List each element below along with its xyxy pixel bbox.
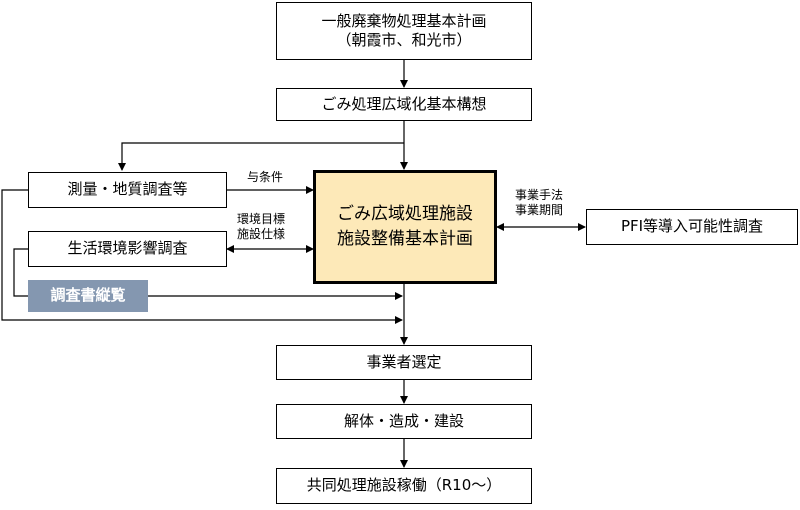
env-target-label: 環境目標: [237, 212, 286, 226]
operator-label: 事業者選定: [366, 352, 442, 371]
env-facility-labels: 環境目標 施設仕様: [237, 212, 285, 242]
project-period-label: 事業期間: [515, 203, 564, 217]
operator-box: 事業者選定: [276, 345, 532, 380]
env-impact-label: 生活環境影響調査: [67, 239, 188, 258]
operation-box: 共同処理施設稼働（R10～）: [276, 468, 532, 504]
survey-label: 測量・地質調査等: [67, 180, 188, 199]
pfi-box: PFI等導入可能性調査: [586, 209, 798, 245]
facility-spec-label: 施設仕様: [237, 227, 286, 241]
conditions-label: 与条件: [247, 170, 284, 184]
project-method-label: 事業手法: [515, 188, 564, 202]
regional-concept-box: ごみ処理広域化基本構想: [276, 88, 532, 121]
construction-box: 解体・造成・建設: [276, 404, 532, 439]
review-label: 調査書縦覧: [50, 286, 126, 305]
review-box: 調査書縦覧: [28, 280, 148, 312]
arrow-concept-to-survey: [118, 142, 404, 171]
facility-plan-line2: 施設整備基本計画: [337, 229, 473, 249]
operation-label: 共同処理施設稼働（R10～）: [306, 476, 502, 495]
survey-box: 測量・地質調査等: [28, 172, 227, 208]
facility-plan-box: ごみ広域処理施設 施設整備基本計画: [313, 170, 497, 284]
arrow-survey-to-main: [1, 189, 403, 324]
arrow-env-to-main: [13, 248, 403, 300]
general-plan-title: 一般廃棄物処理基本計画: [321, 11, 487, 30]
pfi-label: PFI等導入可能性調査: [620, 217, 764, 236]
general-plan-box: 一般廃棄物処理基本計画 （朝霞市、和光市）: [276, 2, 532, 60]
env-impact-box: 生活環境影響調査: [28, 231, 227, 267]
construction-label: 解体・造成・建設: [343, 411, 464, 430]
regional-concept-label: ごみ処理広域化基本構想: [321, 94, 487, 113]
general-plan-subtitle: （朝霞市、和光市）: [336, 31, 472, 49]
pfi-labels: 事業手法 事業期間: [515, 188, 563, 218]
facility-plan-line1: ごみ広域処理施設: [337, 204, 473, 225]
